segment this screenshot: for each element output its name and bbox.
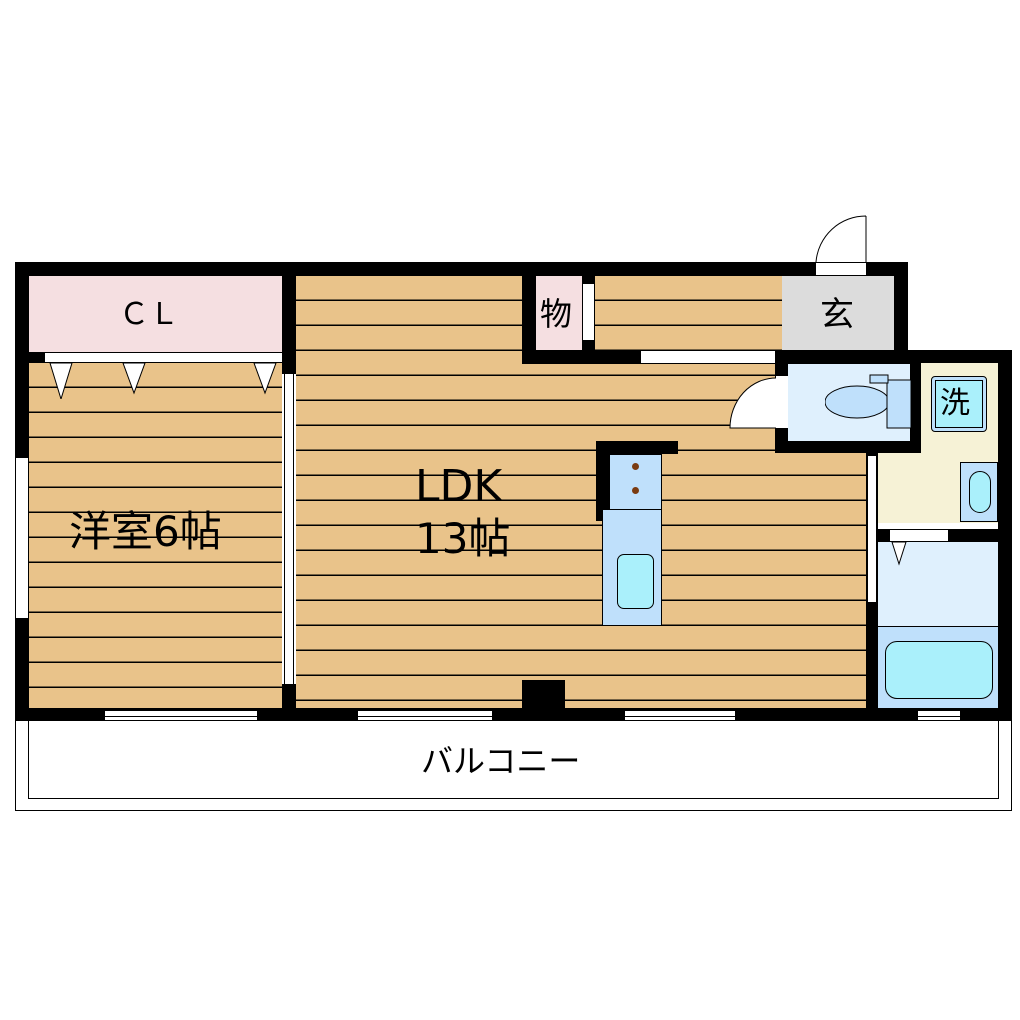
bathtub [878,626,998,708]
partition-wall [282,262,296,374]
bathroom-door[interactable] [890,530,948,541]
storage-wall [522,276,536,364]
kitchen-wall [596,441,678,454]
kitchen-wall-side [596,441,609,521]
toilet-door[interactable] [776,376,788,428]
burner-icon [632,487,639,494]
toilet-bowl-icon [825,374,912,429]
bathroom-door-swing-icon [891,542,907,566]
closet: ＣＬ [29,276,282,352]
kitchen-sink [617,554,654,609]
entrance-door[interactable] [815,262,867,276]
closet-label: ＣＬ [119,297,179,332]
western-room-label: 洋室6帖 [69,507,222,556]
ldk-label-line2: 13帖 [415,514,511,563]
wash-basin [960,462,998,522]
ldk-label-line1: LDK [415,461,503,512]
balcony-label: バルコニー [421,742,581,780]
window-ldk-right[interactable] [625,710,735,721]
washing-machine: 洗 [931,376,987,432]
western-room: 洋室6帖 [29,363,282,708]
washroom-lower [878,453,921,523]
entrance-label: 玄 [820,295,854,335]
storage-wall-bottom [522,350,642,364]
kitchen-sink-counter [602,509,662,626]
toilet-door-swing-icon [729,377,777,429]
hallway-sliding-door[interactable] [641,350,775,364]
storage: 物 [536,276,582,350]
sliding-door-western[interactable] [284,374,294,684]
burner-icon [632,463,639,470]
storage-label: 物 [540,295,573,333]
washing-machine-label: 洗 [940,386,970,421]
pillar [522,680,565,710]
partition-wall-bottom [282,684,296,708]
outer-wall-right [998,350,1012,721]
entrance-door-swing-icon [815,215,867,263]
entrance-wall-right [894,262,908,362]
balcony: バルコニー [15,721,1012,811]
outer-wall-top [15,262,908,276]
closet-door[interactable] [45,352,282,363]
washroom-sliding-door[interactable] [867,456,877,602]
window-bathroom[interactable] [918,710,960,721]
closet-wall-stub [29,352,45,363]
hallway [595,276,782,350]
western-room-side-window[interactable] [15,458,29,618]
outer-wall-bottom [15,708,1012,721]
closet-door-swing-icons [49,363,277,399]
window-ldk-left[interactable] [358,710,492,721]
storage-door[interactable] [583,284,594,340]
kitchen-stove [609,454,662,510]
window-western-room[interactable] [105,710,257,721]
entrance: 玄 [782,276,894,350]
